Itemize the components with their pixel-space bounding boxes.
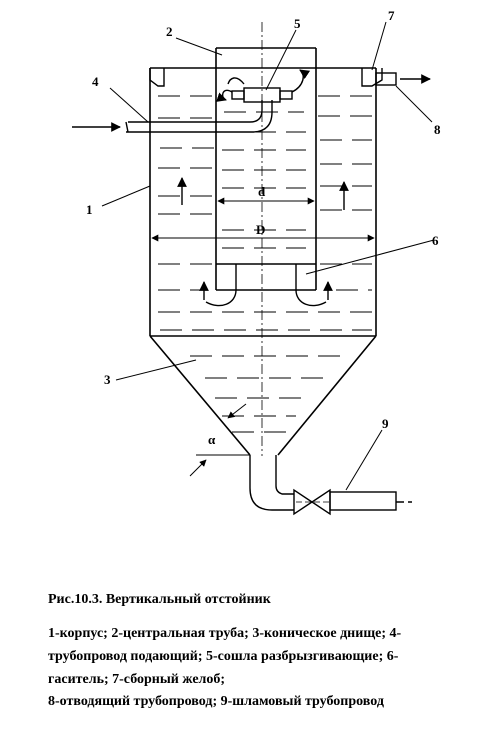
label-9: 9 [382, 416, 389, 431]
label-5: 5 [294, 16, 301, 31]
label-6: 6 [432, 233, 439, 248]
label-2: 2 [166, 24, 173, 39]
settler-diagram: 1 2 3 4 5 6 7 8 9 d D α [72, 8, 441, 516]
angle-alpha [189, 403, 250, 477]
legend-line: трубопровод подающий; 5-сошла разбрызгив… [48, 649, 399, 664]
label-8: 8 [434, 122, 441, 137]
collecting-gutter [149, 67, 383, 87]
leader-lines [101, 21, 435, 491]
legend-line: 1-корпус; 2-центральная труба; 3-коничес… [48, 626, 402, 641]
legend-line: 8-отводящий трубопровод; 9-шламовый труб… [48, 694, 384, 709]
outlet-pipe [375, 72, 431, 86]
inlet-pipe [72, 100, 273, 133]
label-D: D [256, 222, 265, 237]
label-1: 1 [86, 202, 93, 217]
label-4: 4 [92, 74, 99, 89]
label-d: d [258, 184, 266, 199]
central-pipe [215, 47, 317, 290]
tank-body [149, 68, 377, 456]
sludge-pipeline [249, 455, 412, 516]
label-3: 3 [104, 372, 111, 387]
sprinkler-nozzles [216, 69, 311, 103]
figure-caption: Рис.10.3. Вертикальный отстойник [48, 592, 271, 607]
damper [199, 264, 333, 307]
label-alpha: α [208, 432, 216, 447]
legend-line: гаситель; 7-сборный желоб; [48, 672, 226, 687]
label-7: 7 [388, 8, 395, 23]
